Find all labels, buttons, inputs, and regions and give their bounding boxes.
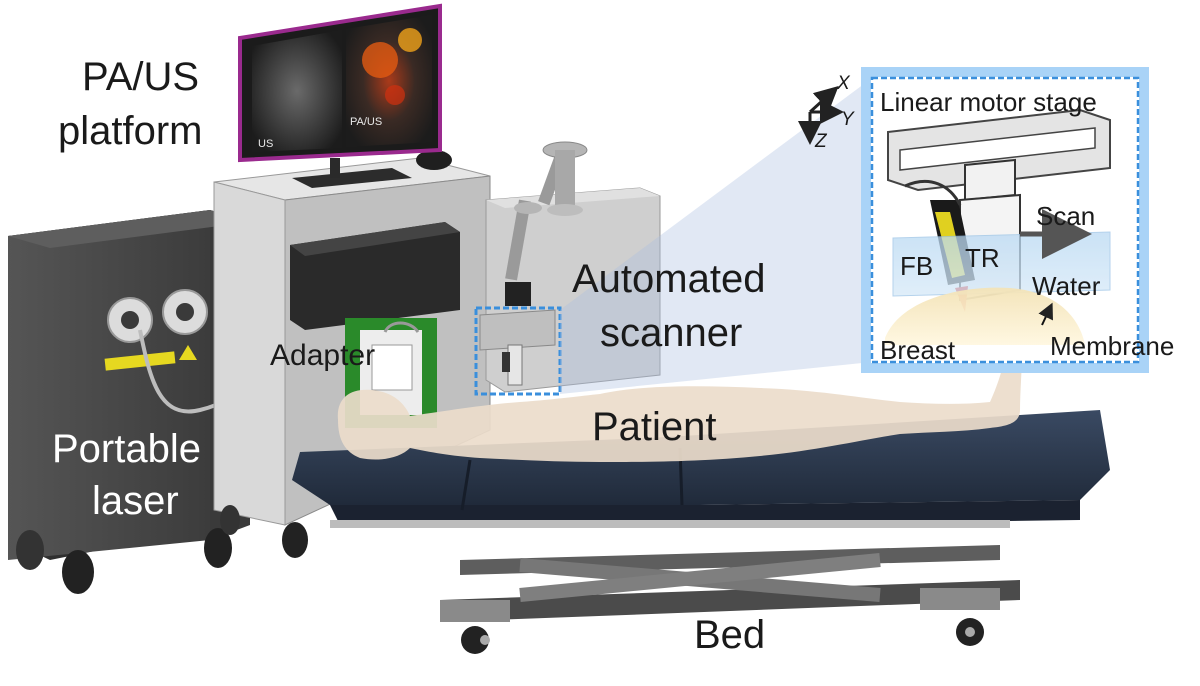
monitor-pa-us-label: PA/US [350, 116, 383, 128]
monitor-us-label: US [258, 138, 274, 150]
patient-label: Patient [592, 405, 717, 449]
portable-laser-label-line2: laser [92, 479, 179, 523]
bed-label: Bed [694, 613, 766, 657]
portable-laser-label-line1: Portable [52, 427, 201, 471]
monitor [238, 3, 442, 178]
pa-us-platform-label-line2: platform [58, 109, 203, 153]
inset-water-label: Water [1032, 271, 1101, 301]
inset-breast-label: Breast [880, 335, 956, 365]
pa-us-platform-label-line1: PA/US [82, 55, 200, 99]
axis-x-label: X [837, 73, 850, 94]
inset-membrane-label: Membrane [1050, 331, 1175, 361]
inset-fb-label: FB [900, 251, 934, 281]
adapter-label: Adapter [270, 339, 376, 372]
automated-scanner-label-line1: Automated [572, 257, 766, 301]
zoom-projection [560, 78, 872, 394]
axis-triad [798, 85, 844, 145]
inset-tr-label: TR [965, 243, 1000, 273]
portable-laser [8, 210, 271, 594]
inset-scan-label: Scan [1036, 201, 1096, 231]
inset-panel [861, 67, 1149, 373]
inset-title-linear-motor-stage: Linear motor stage [880, 87, 1097, 117]
automated-scanner-label-line2: scanner [600, 311, 743, 355]
patient-figure [337, 347, 1022, 462]
axis-z-label: Z [815, 131, 827, 152]
automated-scanner [474, 141, 661, 396]
axis-y-label: Y [841, 109, 854, 130]
